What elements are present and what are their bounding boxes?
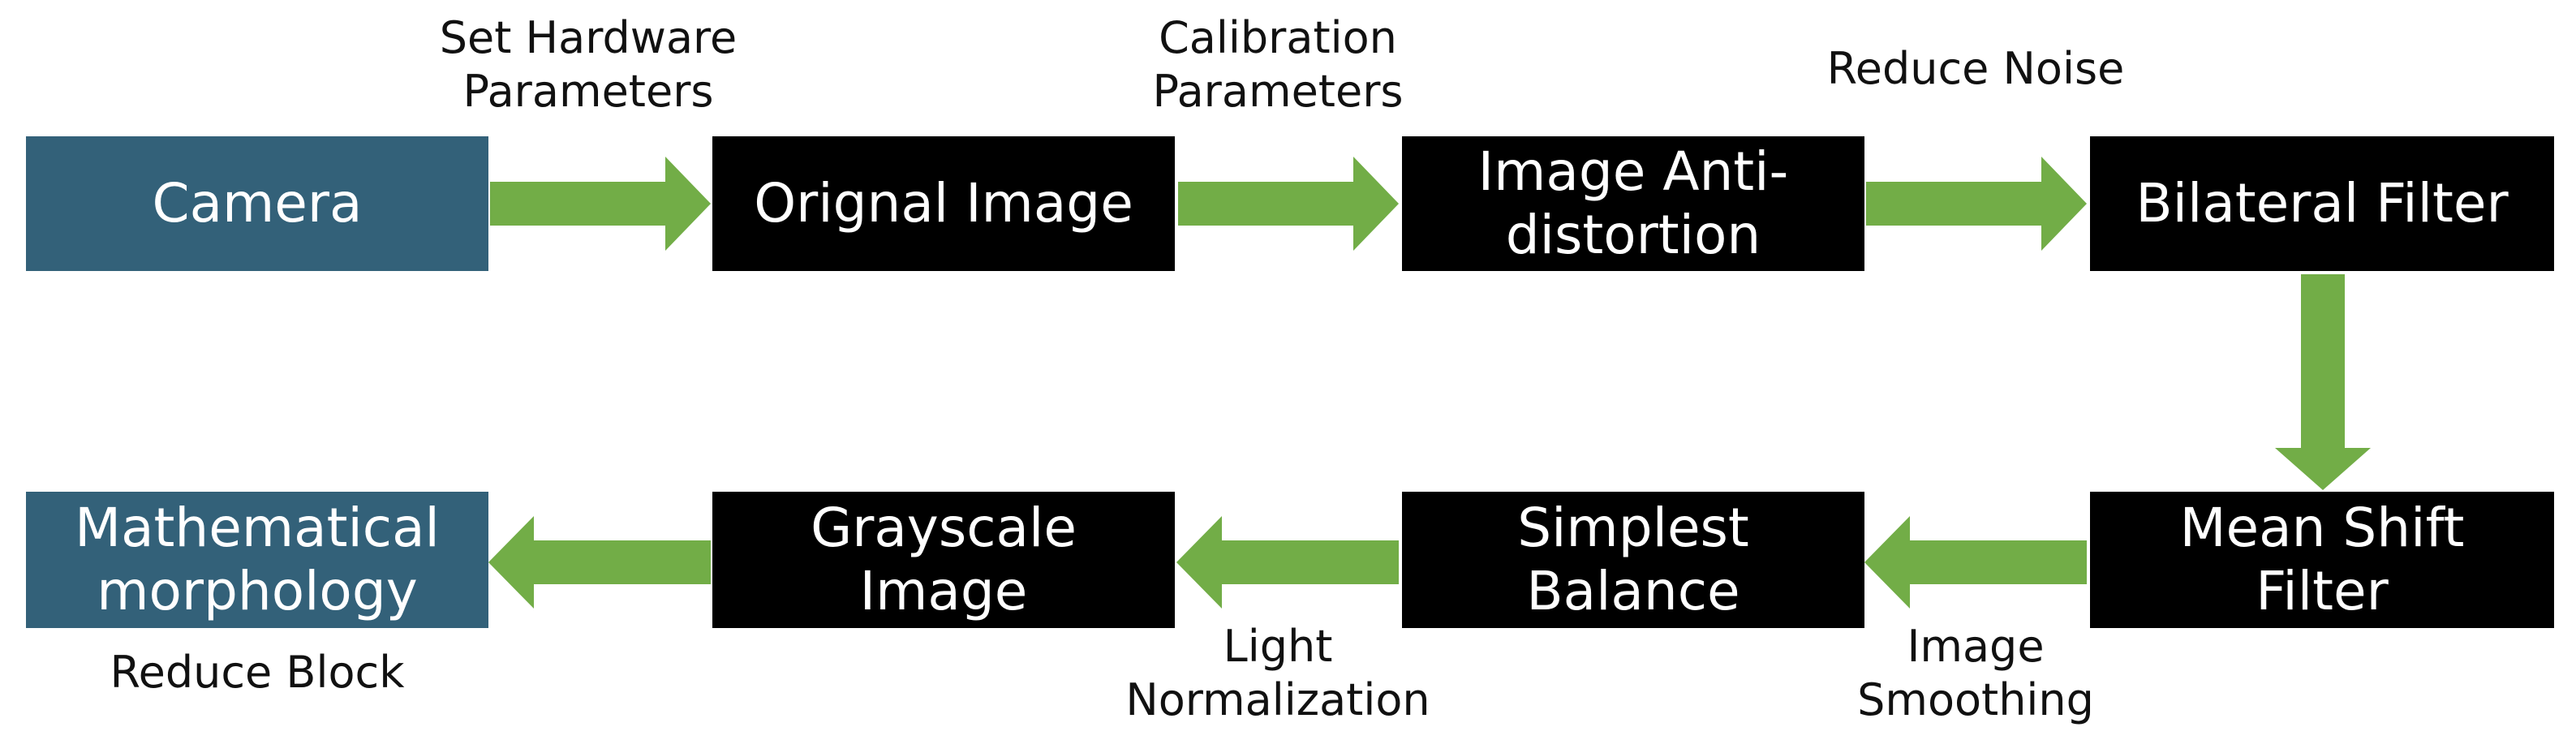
node-original-image: Orignal Image (712, 136, 1175, 271)
label-calibration-parameters: Calibration Parameters (1152, 12, 1404, 117)
arrow-antidistortion-to-bilateral (1866, 157, 2087, 251)
label-reduce-noise: Reduce Noise (1826, 43, 2125, 94)
arrow-meanshift-to-simplest (1864, 516, 2087, 609)
node-mean-shift-filter: Mean Shift Filter (2090, 492, 2554, 628)
node-mathematical-morphology: Mathematical morphology (26, 492, 488, 628)
arrow-camera-to-original (490, 157, 711, 251)
arrow-grayscale-to-morphology (488, 516, 711, 609)
arrow-simplest-to-grayscale (1176, 516, 1399, 609)
label-light-normalization: Light Normalization (1125, 621, 1430, 725)
label-image-smoothing: Image Smoothing (1857, 621, 2094, 725)
arrow-original-to-antidistortion (1178, 157, 1399, 251)
node-grayscale-image: Grayscale Image (712, 492, 1175, 628)
node-camera: Camera (26, 136, 488, 271)
node-image-anti-distortion: Image Anti- distortion (1402, 136, 1864, 271)
node-simplest-balance: Simplest Balance (1402, 492, 1864, 628)
label-reduce-block: Reduce Block (110, 647, 405, 698)
label-set-hardware-parameters: Set Hardware Parameters (439, 12, 738, 117)
arrow-bilateral-to-meanshift (2275, 274, 2371, 490)
node-bilateral-filter: Bilateral Filter (2090, 136, 2554, 271)
